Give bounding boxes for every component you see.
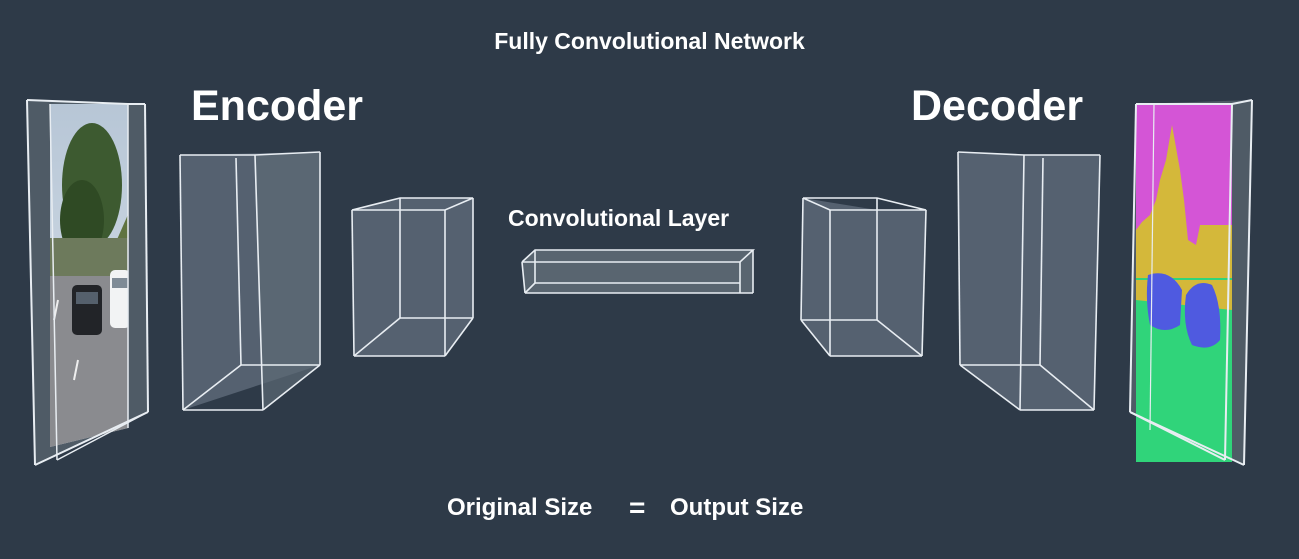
equals-sign: =	[629, 492, 646, 523]
decoder-label: Decoder	[911, 82, 1084, 130]
encoder-block-2	[351, 197, 474, 357]
decoder-block-2	[957, 151, 1101, 411]
street-photo	[50, 104, 128, 447]
bottleneck-layer	[521, 249, 756, 294]
diagram-title: Fully Convolutional Network	[494, 28, 805, 54]
output-segmentation-volume	[1129, 99, 1253, 466]
decoder-block-1	[800, 197, 927, 357]
input-image-volume	[26, 99, 149, 466]
encoder-label: Encoder	[191, 82, 364, 130]
encoder-block-1	[179, 151, 321, 411]
original-size-label: Original Size	[447, 494, 593, 521]
output-size-label: Output Size	[670, 494, 804, 521]
convolutional-layer-label: Convolutional Layer	[508, 205, 730, 231]
segmentation-map	[1136, 104, 1232, 462]
